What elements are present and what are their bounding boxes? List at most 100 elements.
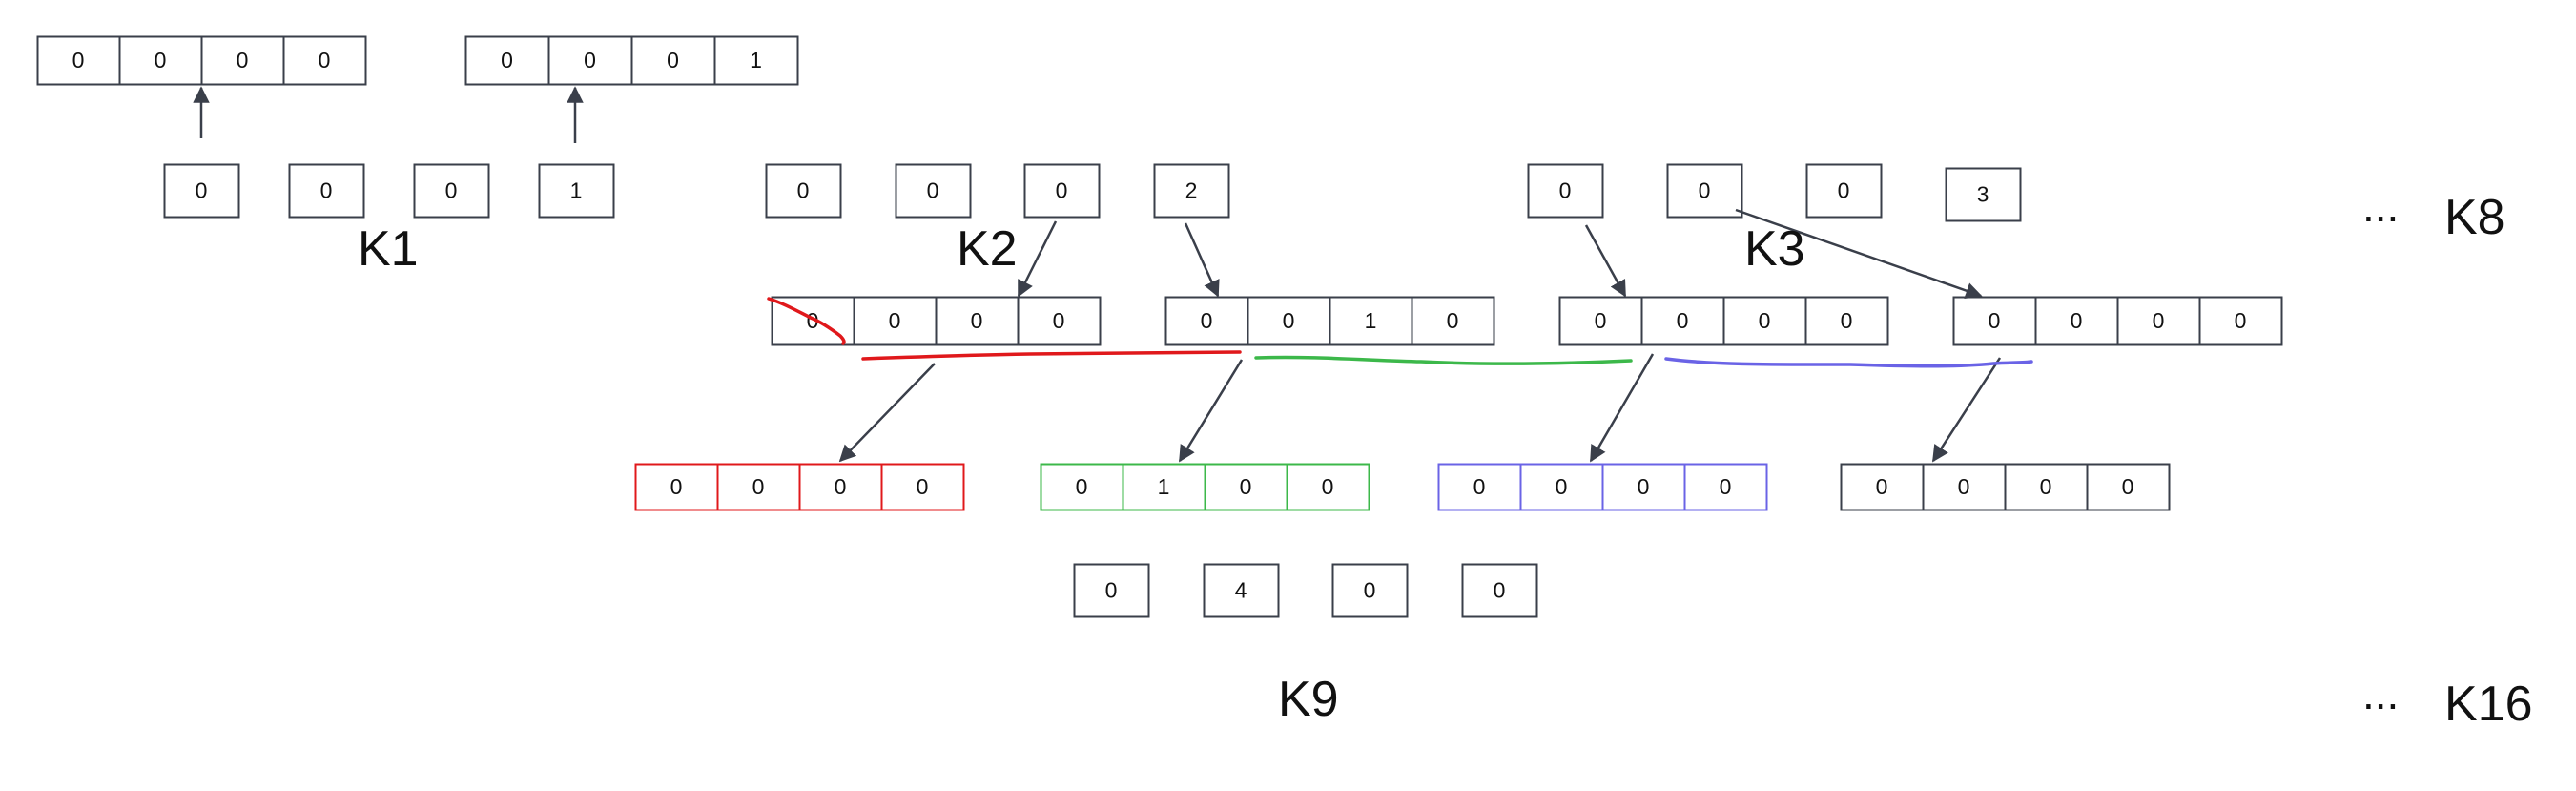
cell-box [798, 463, 883, 511]
cell-value: 0 [319, 48, 331, 73]
cell-box [853, 296, 938, 346]
arrow [1931, 357, 2002, 463]
cell: 0 [1805, 163, 1883, 219]
cell-value: 0 [807, 308, 819, 333]
cell-box [895, 163, 972, 219]
cell-value: 0 [835, 474, 847, 499]
cell: 1 [1122, 463, 1206, 511]
cell: 0 [1040, 463, 1124, 511]
cell: 0 [1804, 296, 1889, 346]
cell-value: 1 [1365, 308, 1377, 333]
cell-box [163, 163, 240, 219]
cell: 0 [1247, 296, 1331, 346]
cell: 0 [765, 163, 842, 219]
cell: 3 [1945, 167, 2022, 222]
cell-value: 0 [196, 178, 208, 203]
arrow [838, 363, 936, 463]
cell-box [1329, 296, 1413, 346]
cell-value: 0 [1841, 308, 1853, 333]
cell: 0 [1840, 463, 1925, 511]
cell: 0 [1164, 296, 1249, 346]
ellipsis-top: ... [2362, 181, 2399, 231]
cell-box [413, 163, 490, 219]
green-underline-stroke [1254, 355, 1633, 365]
cell: 0 [1952, 296, 2037, 346]
cell-box [1122, 463, 1206, 511]
cell: 0 [935, 296, 1020, 346]
cell-box [464, 35, 550, 86]
cell: 0 [1527, 163, 1604, 219]
cell: 0 [1073, 563, 1150, 618]
cell-box [282, 35, 367, 86]
cell-box [880, 463, 965, 511]
cell-value: 0 [2040, 474, 2052, 499]
label-k8: K8 [2444, 190, 2505, 245]
cell: 0 [413, 163, 490, 219]
cell-value: 0 [237, 48, 249, 73]
cell-box [1073, 563, 1150, 618]
cell-box [2116, 296, 2201, 346]
cell-value: 0 [1989, 308, 2001, 333]
cell-box [1804, 296, 1889, 346]
cell-value: 0 [1201, 308, 1213, 333]
cell-box [118, 35, 203, 86]
cell: 0 [2086, 463, 2171, 511]
cell-value: 0 [1056, 178, 1068, 203]
cell: 0 [2198, 296, 2283, 346]
cell: 0 [547, 35, 633, 86]
arrow [1735, 208, 1983, 300]
cell: 0 [163, 163, 240, 219]
cell-box [547, 35, 633, 86]
cell: 0 [464, 35, 550, 86]
cell-value: 0 [1283, 308, 1295, 333]
cell: 0 [118, 35, 203, 86]
arrow [1184, 222, 1220, 298]
cell-box [1247, 296, 1331, 346]
cell: 0 [1437, 463, 1522, 511]
cell-value: 0 [1759, 308, 1771, 333]
cell-box [200, 35, 285, 86]
cell-value: 0 [1322, 474, 1334, 499]
cell-value: 0 [320, 178, 333, 203]
blue-underline-stroke [1664, 357, 2033, 368]
cell: 0 [853, 296, 938, 346]
cell-value: 0 [1053, 308, 1065, 333]
cell-box [36, 35, 121, 86]
cell-value: 0 [501, 48, 513, 73]
cell-value: 4 [1235, 578, 1247, 603]
cell-box [1922, 463, 2007, 511]
cell-value: 0 [667, 48, 679, 73]
arrow [1589, 353, 1655, 463]
cell-box [1683, 463, 1768, 511]
arrow [1584, 224, 1627, 298]
cell-box [634, 463, 719, 511]
cell-box [935, 296, 1020, 346]
cell-value: 0 [72, 48, 85, 73]
cell: 0 [1017, 296, 1102, 346]
cell-value: 0 [927, 178, 939, 203]
cell: 0 [2004, 463, 2089, 511]
cell-value: 0 [971, 308, 983, 333]
cell: 4 [1203, 563, 1280, 618]
arrow [1178, 359, 1244, 463]
cell: 0 [716, 463, 801, 511]
cell-box [1840, 463, 1925, 511]
label-k9: K9 [1278, 672, 1339, 727]
cell-row-k1-singles: 0 0 0 1 [163, 163, 615, 219]
cell-value: 0 [1876, 474, 1888, 499]
cell-box [1945, 167, 2022, 222]
cell-box [765, 163, 842, 219]
label-k16: K16 [2444, 677, 2533, 732]
cell-row-mid-1: 0 0 0 0 [771, 296, 1102, 346]
cell-box [1153, 163, 1230, 219]
cell-box [630, 35, 716, 86]
cell-value: 0 [1105, 578, 1118, 603]
cell-value: 1 [570, 178, 583, 203]
cell-value: 1 [750, 48, 762, 73]
